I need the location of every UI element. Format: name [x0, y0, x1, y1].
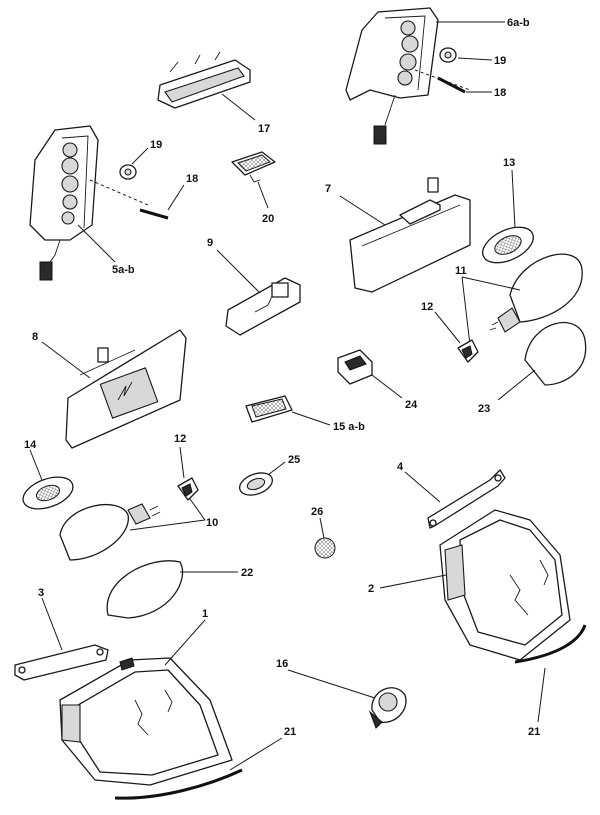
seal-strip-21-right [514, 624, 587, 664]
callout-6a-b: 6a-b [507, 17, 530, 29]
headlamp-2 [439, 509, 571, 661]
screw-18-top [437, 76, 466, 94]
bulb-holder-12-right [457, 339, 479, 363]
switch-24 [337, 349, 373, 385]
callout-21-left: 21 [284, 726, 296, 738]
seal-strip-21-left [114, 768, 243, 800]
clip-19-top [439, 47, 457, 63]
callout-2: 2 [368, 583, 374, 595]
sun-visor-8 [65, 329, 187, 449]
callout-12-right: 12 [421, 301, 433, 313]
lens-26 [314, 537, 336, 559]
clip-19-left [119, 164, 137, 180]
side-repeater-15 [245, 395, 293, 423]
horn-16 [368, 687, 407, 729]
sun-visor-7 [349, 177, 471, 293]
callout-18-left: 18 [186, 173, 198, 185]
callout-24: 24 [405, 399, 418, 411]
callout-23: 23 [478, 403, 490, 415]
callout-11: 11 [455, 265, 467, 277]
reflector-disc-14 [22, 476, 74, 510]
fog-lamp-bulb-11 [489, 253, 583, 333]
callout-3: 3 [38, 587, 44, 599]
callout-4: 4 [397, 461, 404, 473]
callout-20: 20 [262, 213, 274, 225]
callout-19-top: 19 [494, 55, 506, 67]
callout-5a-b: 5a-b [112, 264, 135, 276]
callout-14: 14 [24, 439, 37, 451]
callout-13: 13 [503, 157, 515, 169]
callout-7: 7 [325, 183, 331, 195]
interior-lamp-9 [225, 277, 301, 336]
screw-18-left [139, 208, 169, 220]
callout-15a-b: 15 a-b [333, 421, 365, 433]
callout-26: 26 [311, 506, 323, 518]
callout-12-left: 12 [174, 433, 186, 445]
fog-lamp-bulb-10 [59, 503, 161, 561]
callout-17: 17 [258, 123, 270, 135]
lens-22 [106, 560, 184, 619]
callout-22: 22 [241, 567, 253, 579]
bracket-3 [14, 644, 109, 681]
bulb-holder-12-left [177, 477, 199, 501]
reflector-25 [239, 472, 273, 496]
bracket-4 [427, 469, 506, 529]
headlamp-1 [59, 657, 233, 786]
callout-16: 16 [276, 658, 288, 670]
lens-23 [524, 321, 587, 386]
callout-8: 8 [32, 331, 38, 343]
rear-lamp-cluster-left [29, 125, 99, 281]
callout-21-right: 21 [528, 726, 540, 738]
rear-lamp-cluster-right [345, 7, 439, 145]
callout-9: 9 [207, 237, 213, 249]
callout-19-left: 19 [150, 139, 162, 151]
high-stop-lamp [157, 51, 251, 109]
callout-18-top: 18 [494, 87, 506, 99]
reflector-disc-13 [482, 226, 534, 264]
callout-10: 10 [206, 517, 218, 529]
callout-25: 25 [288, 454, 300, 466]
courtesy-lamp-20 [231, 151, 276, 183]
callout-1: 1 [202, 608, 208, 620]
